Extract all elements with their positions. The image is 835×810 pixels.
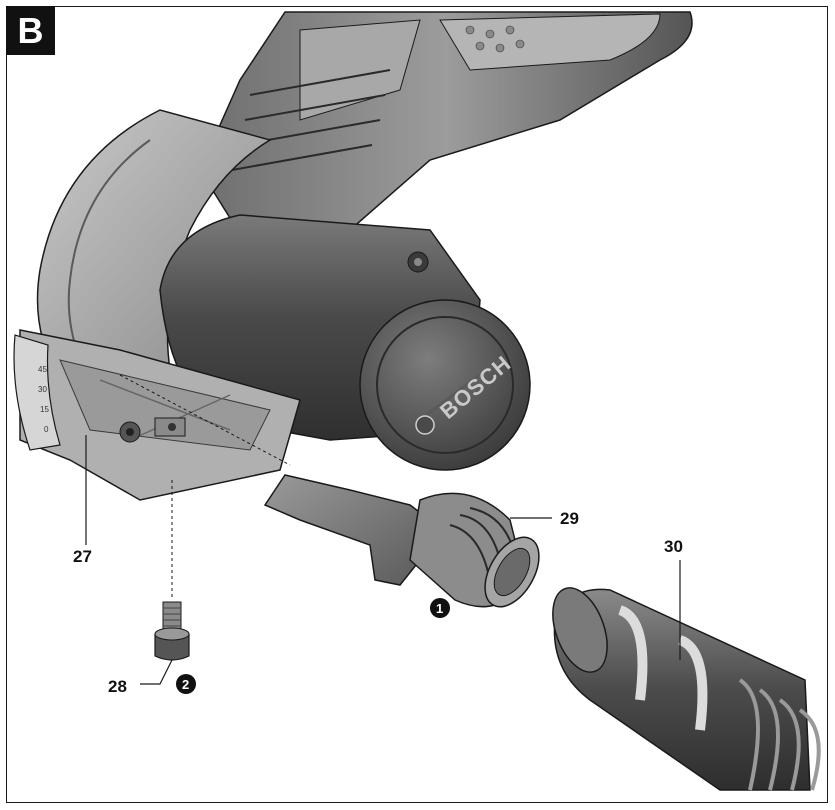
callout-30: 30: [664, 537, 683, 556]
brand-logo-icon: [416, 416, 434, 434]
callout-29: 29: [560, 509, 579, 528]
svg-text:2: 2: [182, 677, 189, 692]
scale-mark-45: 45: [38, 365, 47, 374]
step-2-badge: 2: [176, 674, 196, 694]
figure-badge: B: [6, 6, 55, 55]
callout-28: 28: [108, 677, 127, 696]
motor-end-cap: BOSCH: [360, 300, 530, 470]
step-1-badge: 1: [430, 598, 450, 618]
scale-mark-15: 15: [40, 405, 49, 414]
svg-text:1: 1: [436, 601, 443, 616]
scale-mark-0: 0: [44, 425, 49, 434]
scale-mark-30: 30: [38, 385, 47, 394]
saw-handle: [200, 12, 692, 250]
callout-27: 27: [73, 547, 92, 566]
screw-part: [155, 602, 189, 660]
dust-adapter-part: [265, 475, 550, 616]
